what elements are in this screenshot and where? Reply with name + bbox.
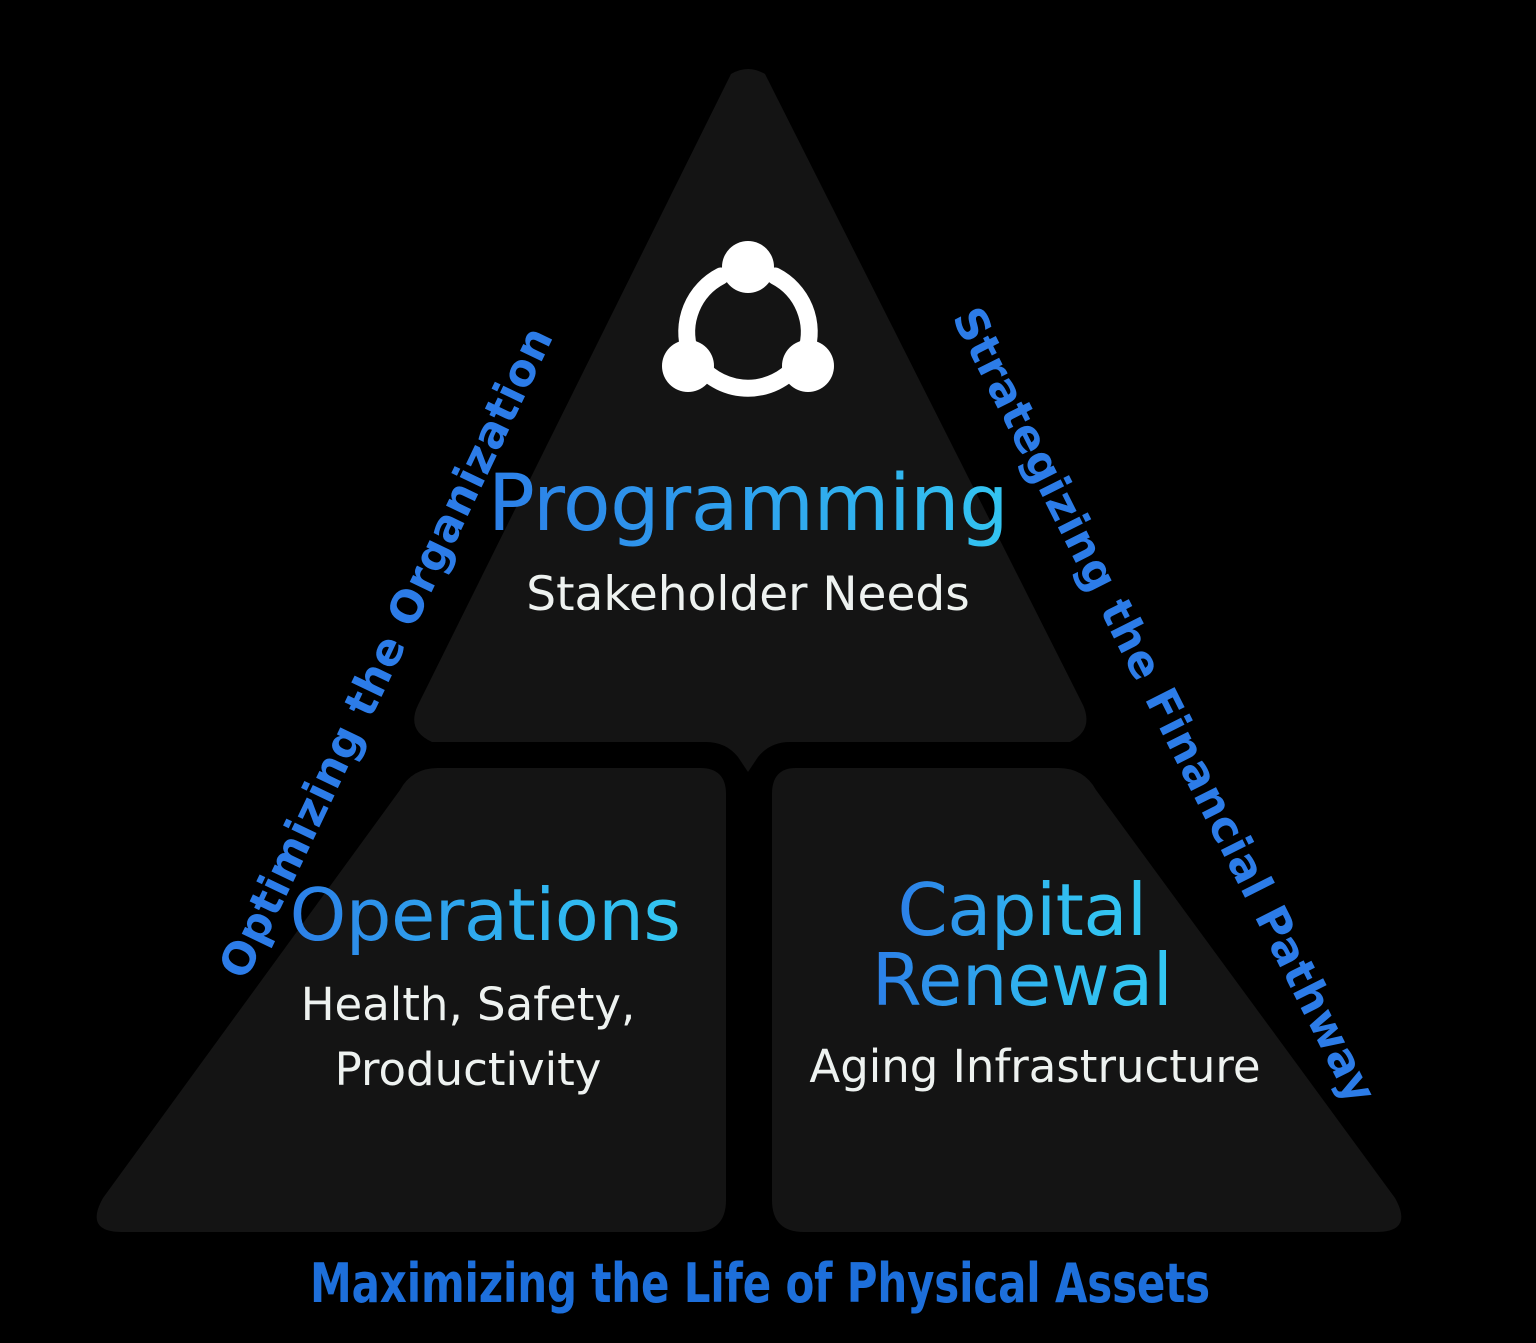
share-network-icon [662,241,834,397]
segment-operations-shape[interactable] [96,768,726,1232]
segment-title-programming: Programming [488,459,1008,549]
share-node-right [782,340,834,392]
segment-subtitle-operations-line2: Productivity [335,1043,602,1096]
segment-capital-renewal[interactable]: Capital Renewal Aging Infrastructure [772,768,1402,1232]
segment-subtitle-capital-renewal: Aging Infrastructure [809,1040,1260,1093]
segment-capital-renewal-shape[interactable] [772,768,1402,1232]
segment-subtitle-operations-line1: Health, Safety, [301,978,636,1031]
segment-programming-shape[interactable] [414,69,1087,772]
segment-title-capital-renewal-line2: Renewal [872,938,1173,1022]
share-node-left [662,340,714,392]
segment-programming[interactable]: Programming Stakeholder Needs [414,69,1087,772]
segment-title-operations: Operations [290,873,681,957]
share-node-top [722,241,774,293]
bottom-caption: Maximizing the Life of Physical Assets [310,1252,1210,1315]
segment-subtitle-programming: Stakeholder Needs [526,567,969,622]
segment-operations[interactable]: Operations Health, Safety, Productivity [96,768,726,1232]
segment-title-capital-renewal-line1: Capital [898,868,1147,952]
